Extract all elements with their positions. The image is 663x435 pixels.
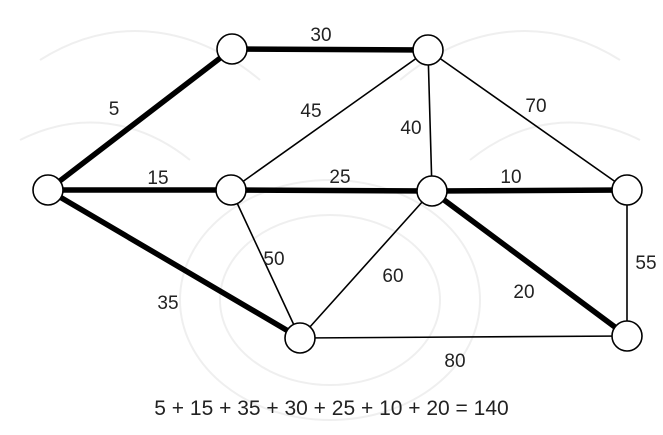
edge-weight-label: 40 <box>400 118 421 139</box>
graph-node <box>284 322 316 354</box>
edge-weight-label: 70 <box>525 96 546 117</box>
graph-node <box>416 175 448 207</box>
graph-node <box>611 174 643 206</box>
graph-node <box>216 33 248 65</box>
edge-weight-label: 60 <box>382 266 403 287</box>
total-weight-formula: 5 + 15 + 35 + 30 + 25 + 10 + 20 = 140 <box>154 397 509 420</box>
edge-c-e <box>427 49 433 192</box>
edge-e-f <box>429 187 630 194</box>
edge-weight-label: 5 <box>109 99 120 120</box>
edge-a-h <box>45 187 303 341</box>
edge-weight-label: 50 <box>263 249 284 270</box>
edge-b-c <box>229 46 431 53</box>
edge-weight-label: 10 <box>500 167 521 188</box>
graph-node <box>611 320 643 352</box>
edge-d-c <box>230 49 429 191</box>
edge-weight-label: 20 <box>513 282 534 303</box>
graph-node <box>215 174 247 206</box>
graph-node <box>412 34 444 66</box>
edge-weight-labels: 5 30 15 35 45 40 70 25 10 50 60 20 55 80 <box>109 25 657 372</box>
edge-weight-label: 25 <box>329 167 350 188</box>
edge-weight-label: 80 <box>444 351 465 372</box>
edge-e-h <box>299 190 433 339</box>
edges <box>45 46 630 341</box>
edge-weight-label: 55 <box>635 253 656 274</box>
edge-weight-label: 15 <box>147 168 168 189</box>
edge-weight-label: 35 <box>157 293 178 314</box>
edge-d-e <box>228 187 435 194</box>
graph-node <box>32 174 64 206</box>
nodes <box>32 33 643 354</box>
edge-weight-label: 45 <box>300 101 321 122</box>
edge-h-g <box>299 335 628 339</box>
edge-c-f <box>427 49 628 191</box>
edge-d-h <box>230 189 301 339</box>
edge-a-b <box>45 46 235 193</box>
edge-weight-label: 30 <box>310 25 331 46</box>
edge-e-g <box>429 188 630 339</box>
